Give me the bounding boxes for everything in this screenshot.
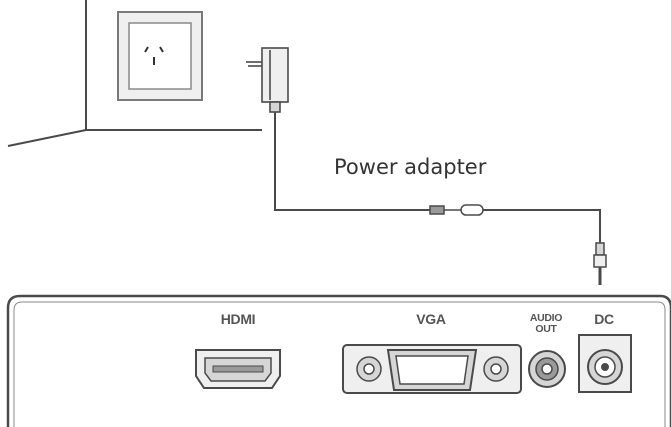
panel-inner-edge (13, 301, 666, 427)
hdmi-label: HDMI (221, 311, 256, 327)
wall-floor-perspective (7, 129, 87, 147)
audio-out-label-line2: OUT (535, 323, 557, 335)
vga-port-socket (395, 355, 469, 385)
vga-label: VGA (416, 311, 446, 327)
dc-port (578, 334, 632, 393)
audio-out-port (528, 350, 566, 388)
socket-slot-left (144, 46, 149, 53)
vga-screw-left-inner (363, 363, 375, 375)
audio-port-hole (541, 363, 553, 375)
audio-out-label-line1: AUDIO (530, 312, 562, 324)
hdmi-port (195, 349, 281, 389)
plug-body (261, 47, 289, 103)
dc-plug-body (593, 254, 607, 268)
plug-strain-relief (269, 101, 281, 113)
cable-connector-body (429, 205, 445, 215)
dc-barrel-plug (593, 242, 607, 285)
cable-connector-cap (460, 204, 484, 216)
wall (7, 0, 262, 147)
panel-outline (6, 294, 671, 427)
socket-face (128, 22, 192, 90)
dc-plug-grip (595, 242, 605, 256)
socket-slot-right (159, 46, 164, 53)
power-cable (274, 112, 430, 211)
power-adapter-plug (246, 47, 289, 113)
monitor-rear-panel (6, 294, 671, 427)
dc-port-pin (601, 363, 609, 371)
vga-port (342, 344, 522, 394)
vga-screw-right-inner (490, 363, 502, 375)
power-adapter-label: Power adapter (334, 155, 487, 179)
wall-socket (117, 11, 203, 101)
dc-cable (483, 209, 601, 243)
cable-connector (429, 204, 484, 216)
dc-label: DC (594, 311, 614, 327)
hdmi-port-contacts (212, 365, 264, 373)
